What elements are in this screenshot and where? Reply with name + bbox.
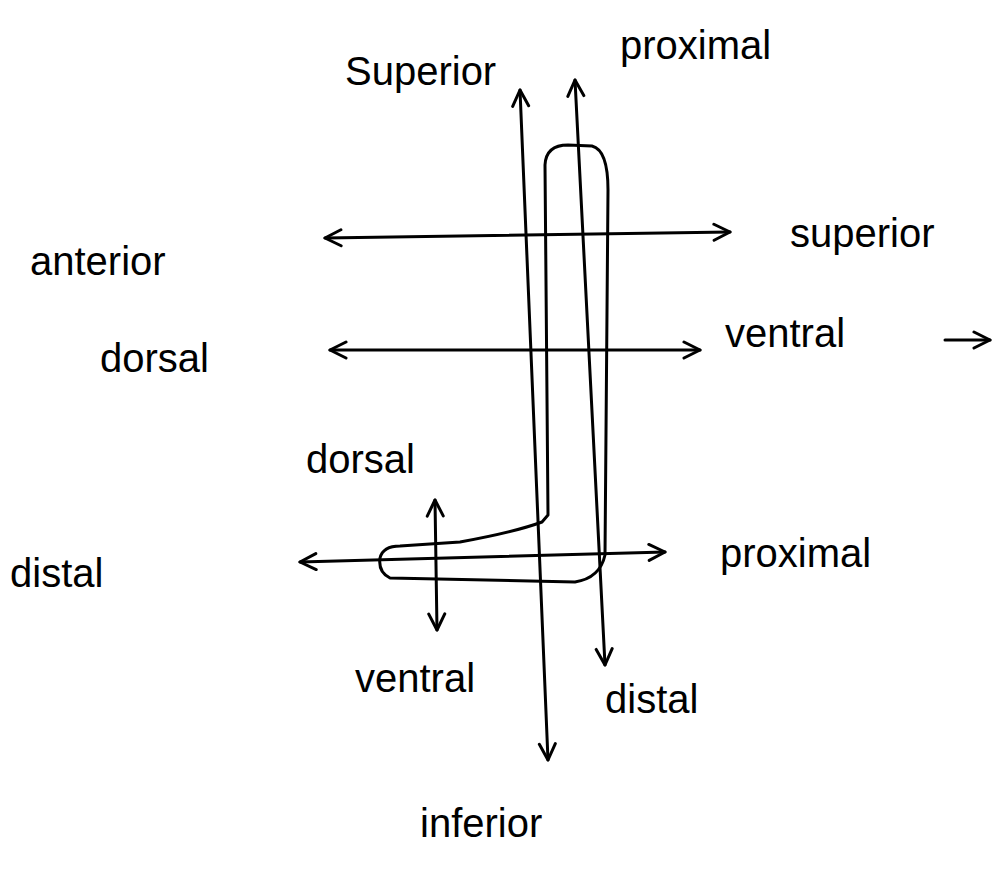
direction-label: ventral (725, 310, 845, 356)
direction-label: distal (10, 550, 103, 596)
direction-label: Superior (345, 48, 496, 94)
direction-label: dorsal (306, 436, 415, 482)
direction-label: anterior (30, 238, 166, 284)
direction-label: proximal (620, 22, 771, 68)
proximal-distal-axis (575, 80, 605, 665)
direction-label: dorsal (100, 335, 209, 381)
distal-proximal-axis (300, 552, 665, 562)
leg-outline (380, 145, 608, 582)
foot-dorsal-ventral-axis (435, 500, 437, 630)
anterior-superior-axis (325, 232, 730, 238)
direction-label: ventral (355, 655, 475, 701)
direction-label: proximal (720, 530, 871, 576)
direction-label: distal (605, 676, 698, 722)
direction-label: inferior (420, 800, 542, 846)
direction-arrow (945, 339, 990, 342)
dorsal-ventral-axis (330, 349, 700, 352)
direction-label: superior (790, 210, 935, 256)
superior-inferior-axis (520, 90, 548, 760)
